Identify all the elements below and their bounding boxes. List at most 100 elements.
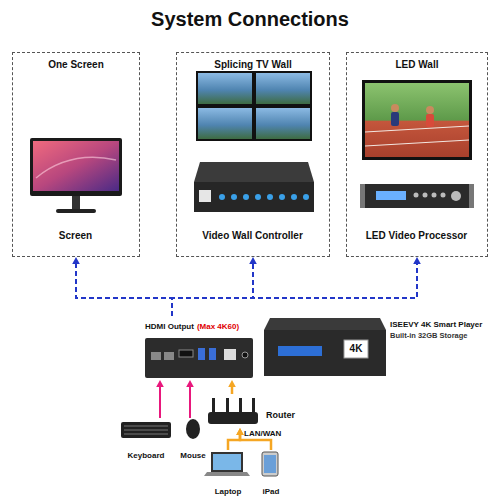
arrow-head bbox=[186, 380, 194, 387]
edge-label: LAN/WAN bbox=[244, 429, 281, 438]
node-sublabel: Built-in 32GB Storage bbox=[390, 332, 495, 341]
led-wall-illustration bbox=[362, 80, 472, 160]
player-front-illustration bbox=[264, 318, 386, 376]
usb-port bbox=[209, 348, 216, 360]
device-buttons bbox=[219, 194, 309, 200]
connector-line bbox=[172, 262, 417, 316]
usb-port bbox=[198, 348, 205, 360]
rack-ear bbox=[360, 184, 365, 208]
display-device: Screen bbox=[20, 132, 132, 244]
processor-buttons bbox=[414, 191, 462, 201]
node-label: iPad bbox=[256, 487, 286, 496]
connector bbox=[172, 257, 257, 316]
node-label: Keyboard bbox=[118, 451, 174, 460]
connector-line bbox=[231, 385, 234, 394]
processor-device: LED Video Processor bbox=[354, 174, 480, 244]
input-device: Mouse bbox=[176, 418, 210, 460]
node-label: One Screen bbox=[13, 59, 139, 71]
arrow-head bbox=[156, 380, 164, 387]
hdmi-port bbox=[179, 350, 193, 357]
wall-controller-illustration bbox=[194, 162, 314, 212]
player-device: HDMI Output(Max 4K60) bbox=[145, 316, 255, 380]
input-device: Keyboard bbox=[118, 418, 174, 460]
node-label: Mouse bbox=[176, 451, 210, 460]
node-label: HDMI Output bbox=[145, 322, 194, 331]
node-label: ISEEVY 4K Smart Player bbox=[390, 320, 495, 329]
processor-display bbox=[376, 191, 406, 200]
node-label: LED Wall bbox=[347, 59, 487, 71]
tablet-illustration bbox=[262, 452, 278, 476]
connector bbox=[228, 428, 244, 450]
player-front bbox=[264, 330, 386, 376]
port bbox=[151, 352, 161, 360]
connector-line bbox=[189, 385, 191, 418]
connector-line bbox=[76, 262, 172, 316]
processor-body bbox=[360, 184, 474, 208]
connector bbox=[156, 380, 164, 418]
network-device: Router bbox=[205, 394, 295, 428]
device-top bbox=[194, 162, 314, 182]
device-front bbox=[194, 182, 314, 212]
logo-plate bbox=[344, 340, 368, 358]
device-logo bbox=[199, 190, 211, 202]
led-frame bbox=[362, 80, 472, 160]
arrow-head bbox=[413, 257, 421, 264]
arrow-head bbox=[72, 257, 80, 264]
group-box: LED WallLED Video Processor bbox=[346, 52, 488, 257]
node-sublabel: (Max 4K60) bbox=[197, 322, 239, 331]
player-body bbox=[145, 338, 253, 378]
logo-text: 4K bbox=[344, 340, 368, 358]
client-device: Laptop bbox=[205, 450, 251, 496]
led-screen bbox=[365, 83, 469, 157]
lan-port bbox=[224, 349, 236, 360]
node-label: Laptop bbox=[205, 487, 251, 496]
arrow-head bbox=[236, 428, 244, 435]
keyboard-body bbox=[121, 422, 171, 438]
connector-line bbox=[228, 433, 240, 450]
wall-panel bbox=[255, 107, 311, 140]
wall-panel bbox=[197, 72, 253, 105]
arrow-head bbox=[228, 380, 236, 387]
runner-figures bbox=[391, 104, 434, 127]
connector-line bbox=[172, 262, 253, 316]
group-box: One ScreenScreen bbox=[12, 52, 140, 257]
router-illustration bbox=[208, 398, 258, 424]
group-box: Splicing TV WallVideo Wall Controller bbox=[176, 52, 330, 257]
diagram-title: System Connections bbox=[0, 8, 500, 31]
connector bbox=[228, 380, 236, 394]
mouse-illustration bbox=[186, 419, 200, 439]
monitor-screen bbox=[33, 141, 119, 191]
dc-port bbox=[242, 352, 248, 358]
connector-line bbox=[159, 385, 161, 418]
text-group: HDMI Output(Max 4K60) bbox=[145, 322, 255, 331]
connector bbox=[186, 380, 194, 418]
node-label: Splicing TV Wall bbox=[177, 59, 329, 71]
arrow-head bbox=[236, 428, 244, 435]
video-wall-illustration bbox=[197, 72, 311, 140]
player-back-illustration bbox=[145, 338, 253, 378]
keyboard-illustration bbox=[121, 422, 171, 438]
monitor-illustration bbox=[30, 138, 122, 213]
wall-panel bbox=[255, 72, 311, 105]
text-group: ISEEVY 4K Smart PlayerBuilt-in 32GB Stor… bbox=[390, 320, 495, 341]
node-label: Video Wall Controller bbox=[184, 230, 322, 242]
port bbox=[164, 352, 174, 360]
monitor-neck bbox=[72, 196, 80, 210]
screen-swirl bbox=[36, 157, 116, 178]
key-rows bbox=[124, 426, 168, 434]
node-label: LED Video Processor bbox=[354, 230, 480, 242]
rack-ear bbox=[469, 184, 474, 208]
player-top bbox=[264, 318, 386, 330]
node-label: Router bbox=[266, 410, 295, 420]
monitor-base bbox=[56, 209, 96, 213]
controller-device: Video Wall Controller bbox=[184, 152, 322, 244]
wall-panel bbox=[197, 107, 253, 140]
led-processor-illustration bbox=[360, 184, 474, 208]
track-lines bbox=[365, 126, 469, 146]
lcd-display bbox=[278, 346, 322, 356]
monitor-frame bbox=[30, 138, 122, 196]
node-label: Screen bbox=[20, 230, 132, 242]
